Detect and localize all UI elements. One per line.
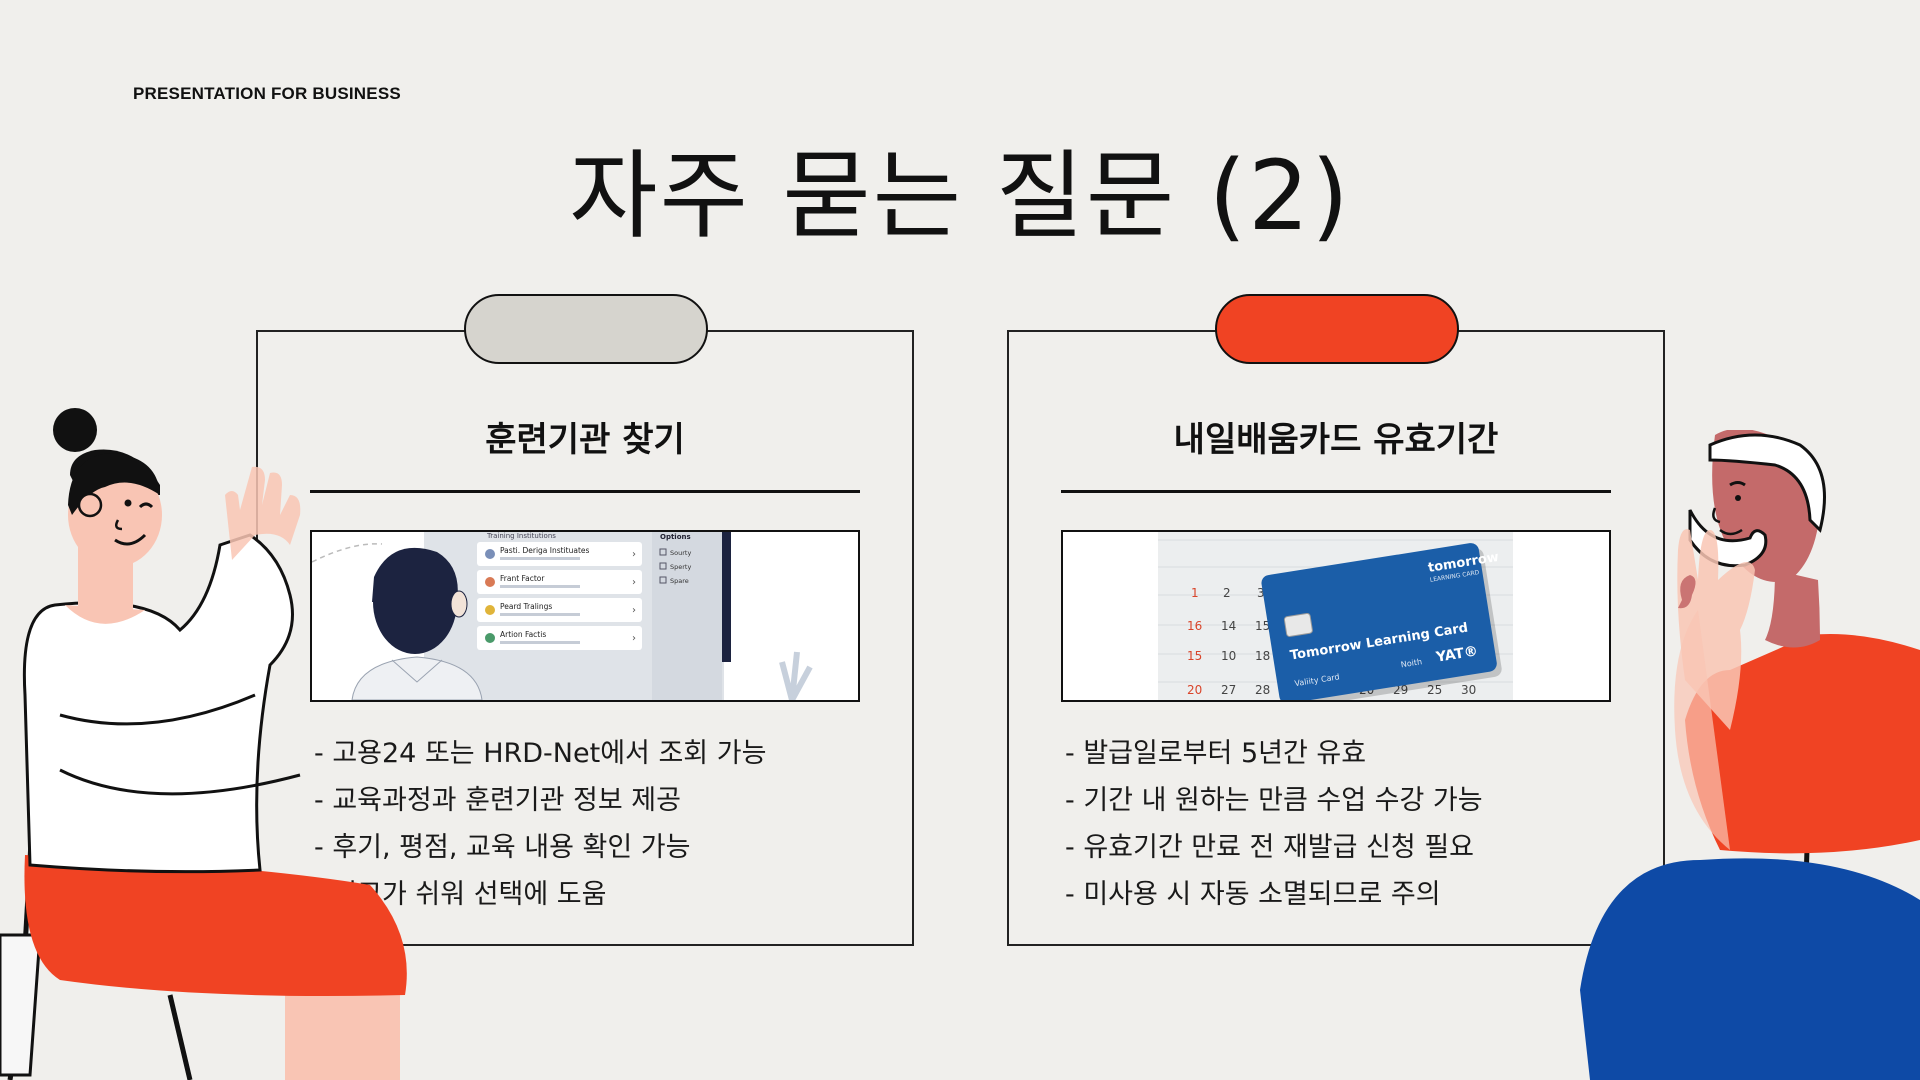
- svg-text:3: 3: [1257, 586, 1265, 600]
- svg-text:2: 2: [1223, 586, 1231, 600]
- svg-text:Sourty: Sourty: [670, 549, 691, 557]
- training-search-image: Training Institutions Pasti. Deriga Inst…: [310, 530, 860, 702]
- bullet-item: - 고용24 또는 HRD-Net에서 조회 가능: [314, 738, 767, 769]
- svg-text:16: 16: [1187, 619, 1202, 633]
- svg-text:28: 28: [1255, 683, 1270, 697]
- svg-text:30: 30: [1461, 683, 1476, 697]
- bullet-item: - 발급일로부터 5년간 유효: [1065, 738, 1367, 769]
- svg-text:18: 18: [1255, 649, 1270, 663]
- svg-text:›: ›: [632, 577, 636, 588]
- svg-text:Noith: Noith: [1400, 657, 1422, 669]
- faq-card-training: 훈련기관 찾기 Training Institutions Pasti. Der…: [256, 294, 914, 946]
- svg-text:27: 27: [1221, 683, 1236, 697]
- bullet-item: - 후기, 평점, 교육 내용 확인 가능: [314, 832, 691, 863]
- options-panel: Options Sourty Sperty Spare: [659, 533, 691, 585]
- svg-text:14: 14: [1221, 619, 1236, 633]
- learning-card: tomorrow LEARNING CARD Tomorrow Learning…: [1261, 543, 1502, 700]
- man-illustration: [1580, 430, 1920, 1080]
- svg-text:Options: Options: [660, 533, 691, 541]
- svg-text:29: 29: [1393, 683, 1408, 697]
- svg-text:1: 1: [1191, 586, 1199, 600]
- eyebrow-label: PRESENTATION FOR BUSINESS: [133, 84, 401, 103]
- svg-text:›: ›: [632, 605, 636, 616]
- svg-text:YAT®: YAT®: [1434, 643, 1479, 666]
- svg-text:Artion Factis: Artion Factis: [500, 630, 546, 639]
- svg-text:Peard Tralings: Peard Tralings: [500, 602, 552, 611]
- page-title: 자주 묻는 질문 (2): [569, 140, 1351, 252]
- svg-text:Sperty: Sperty: [670, 563, 691, 571]
- svg-text:Spare: Spare: [670, 577, 689, 585]
- card-tab-pill: [1215, 294, 1459, 364]
- card-tab-pill: [464, 294, 708, 364]
- plant-illustration: [779, 651, 813, 700]
- svg-text:Training Institutions: Training Institutions: [486, 532, 556, 540]
- learning-card-image: 1 2 3 16 14 15 15 10 18 20 27 28 29 34 2…: [1061, 530, 1611, 702]
- faq-card-validity: 내일배움카드 유효기간 1 2 3 16 14 15 15 10 18: [1007, 294, 1665, 946]
- bullet-item: - 유효기간 만료 전 재발급 신청 필요: [1065, 832, 1474, 863]
- bullet-item: - 미사용 시 자동 소멸되므로 주의: [1065, 879, 1441, 910]
- svg-text:20: 20: [1187, 683, 1202, 697]
- person-back-illustration: [351, 547, 483, 700]
- bullet-item: - 기간 내 원하는 만큼 수업 수강 가능: [1065, 785, 1483, 816]
- svg-text:15: 15: [1187, 649, 1202, 663]
- card-title: 내일배움카드 유효기간: [1173, 420, 1499, 460]
- svg-text:15: 15: [1255, 619, 1270, 633]
- institution-list: Training Institutions Pasti. Deriga Inst…: [477, 532, 642, 650]
- svg-text:25: 25: [1427, 683, 1442, 697]
- woman-illustration: [0, 408, 407, 1080]
- divider: [1061, 490, 1611, 493]
- card-title: 훈련기관 찾기: [485, 420, 685, 460]
- svg-text:Frant Factor: Frant Factor: [500, 574, 545, 583]
- bullet-list: - 발급일로부터 5년간 유효 - 기간 내 원하는 만큼 수업 수강 가능 -…: [1065, 730, 1483, 918]
- svg-text:›: ›: [632, 549, 636, 560]
- svg-text:Pasti. Deriga Instituates: Pasti. Deriga Instituates: [500, 546, 590, 555]
- bullet-item: - 교육과정과 훈련기관 정보 제공: [314, 785, 681, 816]
- svg-text:10: 10: [1221, 649, 1236, 663]
- svg-text:›: ›: [632, 633, 636, 644]
- divider: [310, 490, 860, 493]
